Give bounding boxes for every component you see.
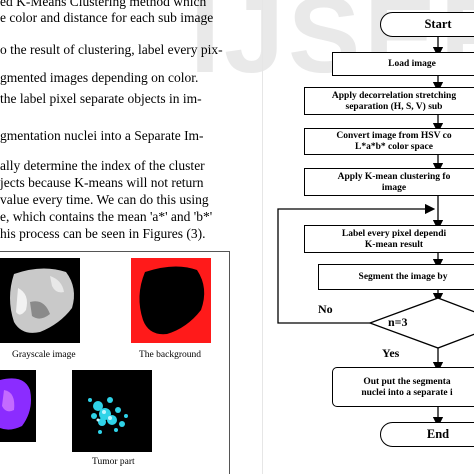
flowchart-connectors [277, 36, 474, 428]
text-line: jects because K-means will not return [0, 175, 204, 190]
step-label: Load image [388, 59, 436, 69]
step-label: Out put the segmenta [363, 377, 451, 387]
background-image [131, 258, 211, 343]
text-line: value every time. We can do this using [0, 192, 209, 207]
step-label: K-mean result [364, 240, 424, 250]
caption-background: The background [139, 350, 201, 360]
segment-image [0, 370, 36, 442]
text-line: his process can be seen in Figures (3). [0, 226, 206, 241]
step-label-pixels: Label every pixel dependi K-mean result [304, 225, 474, 253]
text-line: o the result of clustering, label every … [0, 42, 223, 57]
text-line: the label pixel separate objects in im- [0, 91, 202, 106]
paper-column: ed K-Means Clustering method which e col… [0, 0, 230, 474]
step-label: L*a*b* color space [355, 142, 433, 152]
step-convert-lab: Convert image from HSV co L*a*b* color s… [304, 128, 474, 155]
text-line: gmented images depending on color. [0, 70, 199, 85]
text-line: gmentation nuclei into a Separate Im- [0, 128, 204, 143]
column-divider [262, 0, 263, 474]
no-label: No [318, 302, 333, 316]
step-label: Apply decorrelation stretching [331, 91, 457, 101]
decision-label: n=3 [388, 315, 408, 329]
caption-grayscale: Grayscale image [12, 350, 76, 360]
step-output: Out put the segmenta nuclei into a separ… [332, 367, 474, 407]
step-segment: Segment the image by [318, 264, 474, 290]
text-line: e, which contains the mean 'a*' and 'b*' [0, 209, 213, 224]
step-label: Label every pixel dependi [341, 229, 447, 239]
tumor-part-image [72, 370, 152, 452]
step-load-image: Load image [332, 52, 474, 76]
step-label: Convert image from HSV co [336, 131, 452, 141]
start-terminal: Start [380, 12, 474, 37]
step-label: Apply K-mean clustering fo [337, 172, 451, 182]
text-line: e color and distance for each sub image [0, 10, 214, 25]
step-label: Segment the image by [358, 272, 448, 282]
text-line: ally determine the index of the cluster [0, 158, 205, 173]
grayscale-image [0, 258, 80, 343]
step-label: separation (H, S, V) sub [345, 102, 443, 112]
figure-panel [0, 251, 230, 474]
caption-tumor: Tumor part [92, 457, 135, 467]
step-label: image [381, 183, 407, 193]
step-decorrelation: Apply decorrelation stretching separatio… [304, 87, 474, 115]
yes-label: Yes [382, 346, 400, 360]
end-terminal: End [380, 422, 474, 447]
step-kmeans: Apply K-mean clustering fo image [304, 168, 474, 196]
flowchart: Start Load image Apply decorrelation str… [270, 0, 474, 474]
step-label: nuclei into a separate i [361, 388, 453, 398]
text-line: ed K-Means Clustering method which [0, 0, 207, 9]
